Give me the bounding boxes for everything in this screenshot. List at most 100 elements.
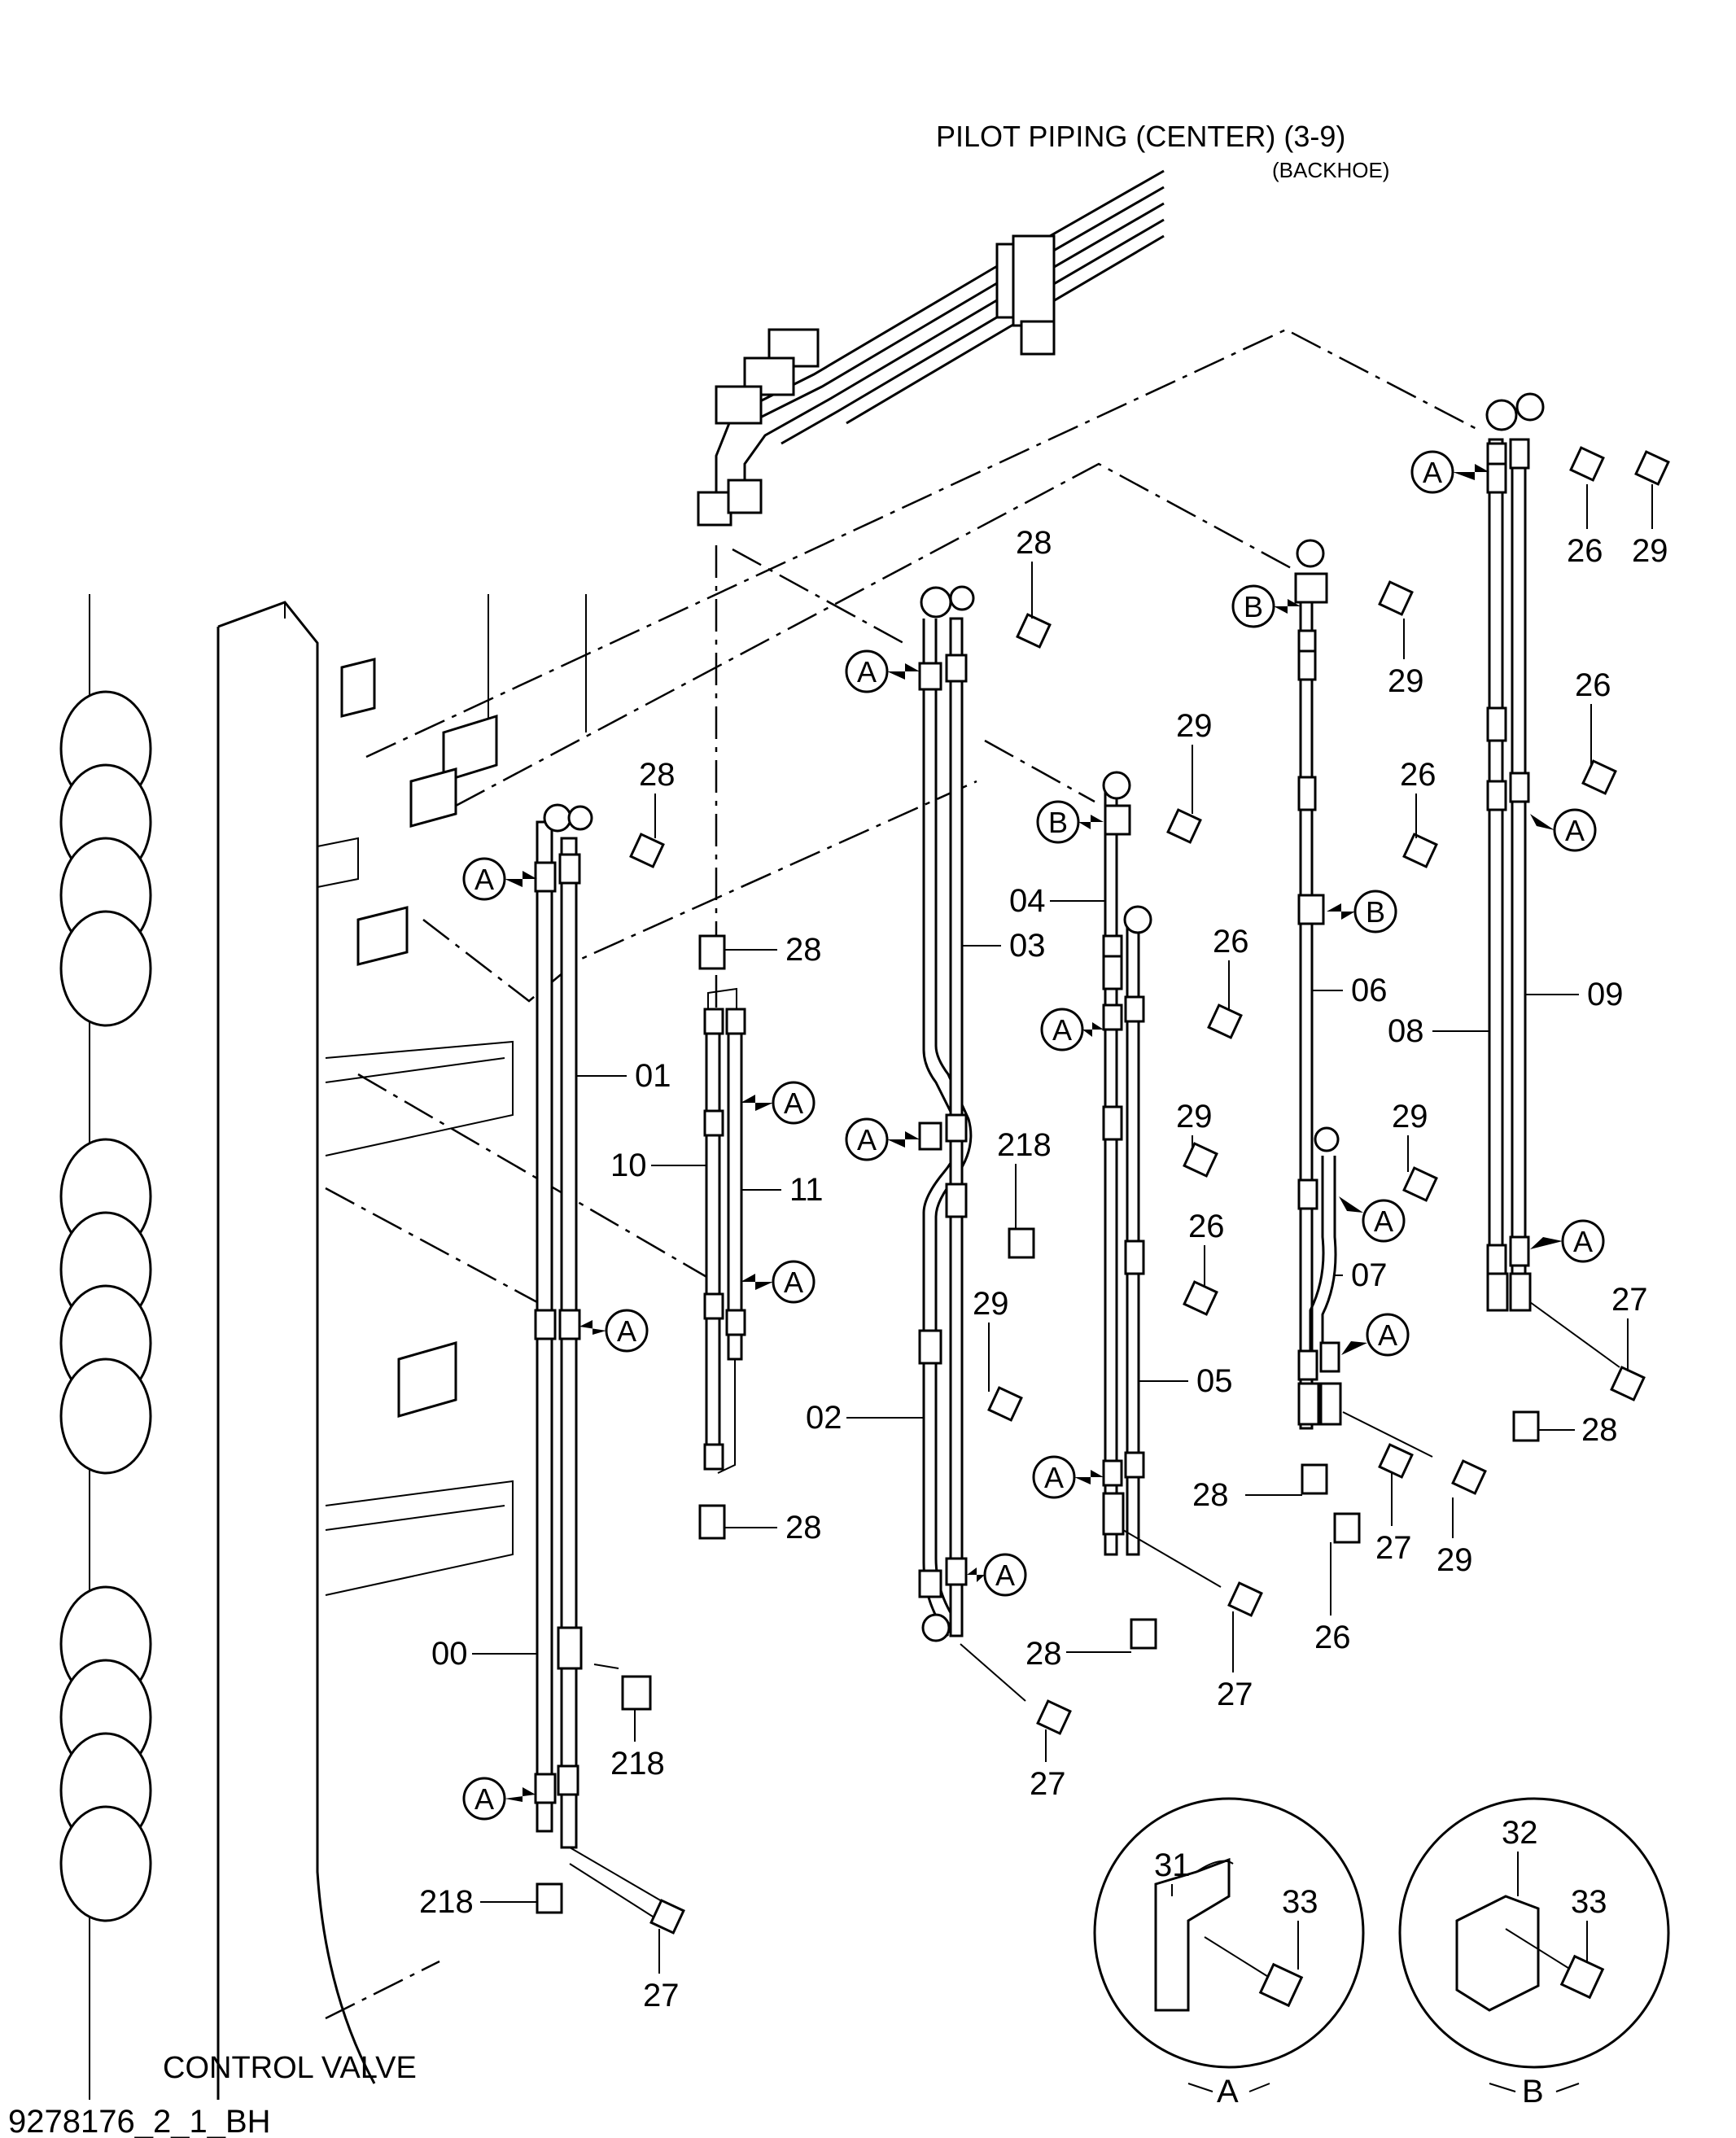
svg-text:A: A bbox=[857, 1123, 877, 1156]
svg-text:28: 28 bbox=[1025, 1636, 1062, 1672]
svg-text:06: 06 bbox=[1351, 973, 1388, 1008]
svg-text:11: 11 bbox=[789, 1172, 824, 1208]
part-labels: 28 28 28 28 28 28 28 29 29 29 29 29 29 2… bbox=[419, 484, 1668, 2013]
svg-text:28: 28 bbox=[639, 757, 676, 793]
svg-text:A: A bbox=[857, 655, 877, 689]
callout-a-9: A bbox=[1040, 1008, 1104, 1052]
svg-text:26: 26 bbox=[1213, 924, 1249, 960]
svg-text:33: 33 bbox=[1571, 1884, 1607, 1920]
pipe-00-01 bbox=[534, 803, 668, 1922]
svg-text:A: A bbox=[617, 1314, 636, 1348]
svg-text:A: A bbox=[474, 863, 494, 896]
svg-text:26: 26 bbox=[1188, 1209, 1225, 1244]
detail-b: 32 33 B bbox=[1398, 1797, 1670, 2110]
svg-text:32: 32 bbox=[1502, 1815, 1538, 1851]
pilot-piping-bundle bbox=[697, 169, 1165, 527]
callout-a-15: A bbox=[1341, 1313, 1410, 1357]
svg-text:A: A bbox=[1423, 456, 1442, 489]
svg-text:26: 26 bbox=[1314, 1620, 1351, 1655]
svg-text:27: 27 bbox=[1030, 1766, 1066, 1802]
fittings bbox=[536, 446, 1670, 1935]
svg-text:27: 27 bbox=[1375, 1530, 1412, 1566]
svg-text:28: 28 bbox=[1016, 525, 1052, 561]
svg-text:A: A bbox=[784, 1266, 803, 1299]
drawing-id: 9278176_2_1_BH bbox=[8, 2104, 271, 2138]
callout-markers[interactable]: A A A A A A A A A A A A A A A B B B bbox=[462, 450, 1605, 1821]
callout-a-6: A bbox=[579, 1309, 649, 1353]
svg-text:00: 00 bbox=[431, 1636, 468, 1672]
detail-b-letter: B bbox=[1522, 2074, 1544, 2110]
svg-text:A: A bbox=[1044, 1461, 1064, 1494]
svg-text:02: 02 bbox=[806, 1400, 842, 1436]
callout-b-2: B bbox=[1036, 800, 1104, 844]
callout-a-13: A bbox=[1530, 1219, 1605, 1263]
pipe-04-05 bbox=[1102, 771, 1222, 1588]
svg-text:B: B bbox=[1048, 806, 1068, 839]
control-valve-body bbox=[59, 594, 587, 2100]
svg-text:28: 28 bbox=[1581, 1412, 1618, 1448]
svg-text:A: A bbox=[474, 1782, 494, 1816]
callout-a-7: A bbox=[845, 1117, 920, 1161]
valve-brackets bbox=[340, 658, 498, 1418]
callout-a-12: A bbox=[1530, 808, 1597, 852]
callout-a-8: A bbox=[967, 1553, 1027, 1597]
pipe-10-11 bbox=[703, 987, 746, 1474]
detail-a-letter: A bbox=[1217, 2074, 1239, 2110]
svg-text:A: A bbox=[1374, 1205, 1393, 1238]
callout-a-5: A bbox=[741, 1260, 816, 1304]
svg-text:28: 28 bbox=[785, 932, 822, 968]
svg-text:31: 31 bbox=[1154, 1847, 1191, 1883]
svg-text:10: 10 bbox=[610, 1148, 647, 1183]
svg-text:27: 27 bbox=[643, 1978, 680, 2013]
callout-a-11: A bbox=[462, 1777, 536, 1821]
svg-text:03: 03 bbox=[1009, 928, 1046, 964]
svg-text:B: B bbox=[1244, 590, 1263, 623]
valve-spool-caps bbox=[59, 690, 152, 1922]
svg-text:29: 29 bbox=[1632, 533, 1668, 569]
svg-text:218: 218 bbox=[997, 1127, 1052, 1163]
detail-a: 31 33 A bbox=[1093, 1797, 1365, 2110]
svg-text:09: 09 bbox=[1587, 977, 1624, 1012]
svg-text:26: 26 bbox=[1575, 667, 1611, 703]
diagram-title: PILOT PIPING (CENTER) (3-9) bbox=[936, 120, 1345, 153]
diagram-subtitle: (BACKHOE) bbox=[1272, 158, 1389, 182]
svg-text:218: 218 bbox=[419, 1884, 474, 1920]
svg-text:29: 29 bbox=[1176, 1099, 1213, 1135]
svg-text:A: A bbox=[995, 1559, 1015, 1592]
svg-text:08: 08 bbox=[1388, 1013, 1424, 1049]
callout-a-1: A bbox=[1410, 450, 1489, 494]
svg-text:04: 04 bbox=[1009, 883, 1046, 919]
svg-text:29: 29 bbox=[1436, 1542, 1473, 1578]
callout-a-14: A bbox=[1339, 1196, 1406, 1243]
svg-text:29: 29 bbox=[1392, 1099, 1428, 1135]
svg-text:28: 28 bbox=[785, 1510, 822, 1546]
svg-text:218: 218 bbox=[610, 1746, 665, 1782]
svg-text:07: 07 bbox=[1351, 1257, 1388, 1293]
svg-text:B: B bbox=[1366, 895, 1385, 929]
pipe-08-09 bbox=[1485, 392, 1620, 1368]
callout-a-2: A bbox=[845, 649, 920, 693]
callout-a-4: A bbox=[741, 1081, 816, 1125]
pipe-06-07 bbox=[1294, 539, 1433, 1458]
svg-text:A: A bbox=[784, 1086, 803, 1120]
svg-text:05: 05 bbox=[1196, 1363, 1233, 1399]
assembly-lines bbox=[325, 328, 1482, 2020]
pipe-02-03 bbox=[918, 585, 1026, 1702]
svg-text:29: 29 bbox=[1388, 663, 1424, 699]
svg-text:29: 29 bbox=[973, 1286, 1009, 1322]
svg-text:28: 28 bbox=[1192, 1477, 1229, 1513]
svg-text:01: 01 bbox=[635, 1058, 671, 1094]
svg-text:A: A bbox=[1565, 814, 1585, 847]
callout-a-3: A bbox=[462, 857, 537, 901]
control-valve-label: CONTROL VALVE bbox=[163, 2051, 417, 2085]
callout-a-10: A bbox=[1032, 1455, 1104, 1499]
svg-text:A: A bbox=[1378, 1318, 1397, 1352]
svg-text:A: A bbox=[1052, 1013, 1072, 1047]
svg-text:26: 26 bbox=[1567, 533, 1603, 569]
svg-text:33: 33 bbox=[1282, 1884, 1318, 1920]
svg-text:26: 26 bbox=[1400, 757, 1436, 793]
svg-text:A: A bbox=[1573, 1225, 1593, 1258]
callout-b-1: B bbox=[1231, 584, 1301, 628]
svg-text:29: 29 bbox=[1176, 708, 1213, 744]
